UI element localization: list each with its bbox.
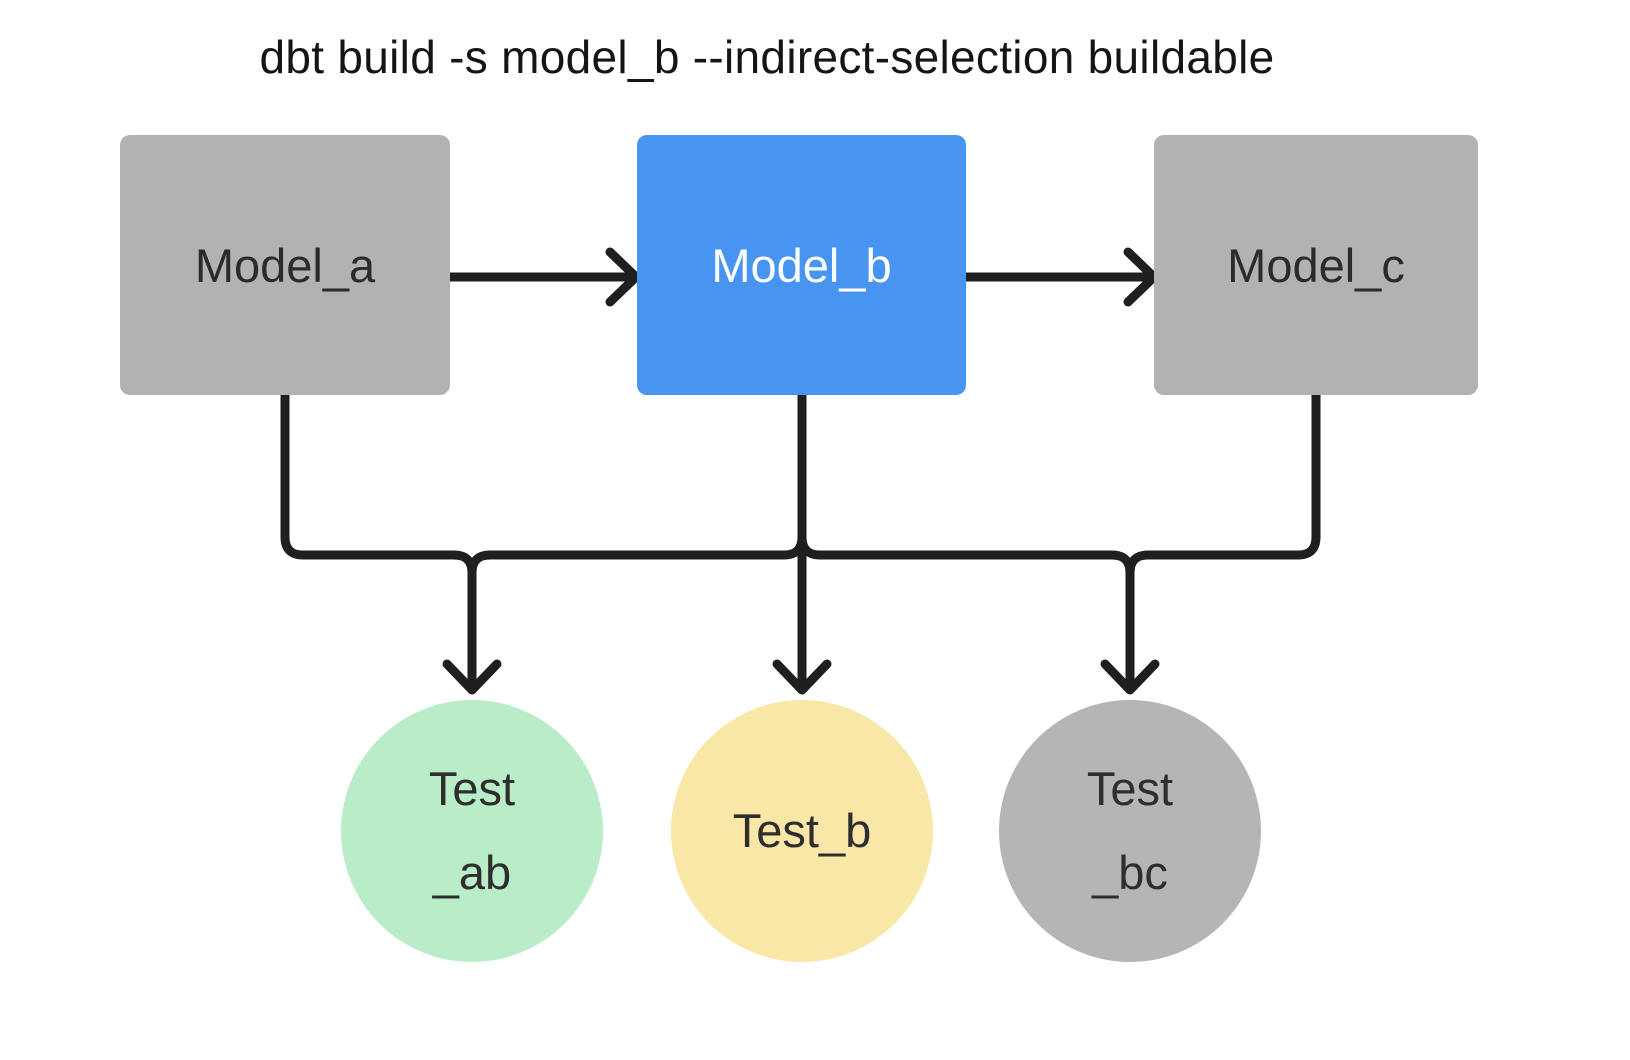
node-test-bc: Test _bc: [999, 700, 1261, 962]
node-test-ab-label-line2: _ab: [432, 846, 512, 899]
node-model-c: Model_c: [1154, 135, 1478, 395]
diagram-title: dbt build -s model_b --indirect-selectio…: [259, 31, 1275, 83]
node-model-b-selected: Model_b: [637, 135, 966, 395]
edge-model-b-to-model-c: [961, 247, 1159, 307]
node-test-bc-label-line1: Test: [1086, 762, 1174, 816]
node-test-ab-label-line1: Test: [428, 762, 516, 816]
node-test-b: Test_b: [671, 700, 933, 962]
node-model-c-label: Model_c: [1227, 238, 1405, 292]
edge-model-b-to-test-ab: [467, 532, 807, 578]
node-test-bc-label-line2: _bc: [1092, 846, 1168, 899]
node-model-a-label: Model_a: [194, 238, 376, 292]
edge-model-a-to-test-ab: [280, 390, 502, 695]
node-test-b-label: Test_b: [732, 804, 872, 858]
edge-model-a-to-model-b: [445, 247, 641, 307]
node-model-a: Model_a: [120, 135, 450, 395]
node-test-ab: Test _ab: [341, 700, 603, 962]
edge-model-c-to-test-bc: [1125, 390, 1321, 578]
node-model-b-label: Model_b: [711, 238, 892, 292]
edge-model-b-to-test-b: [772, 390, 832, 695]
edge-model-b-to-test-bc: [797, 532, 1160, 695]
